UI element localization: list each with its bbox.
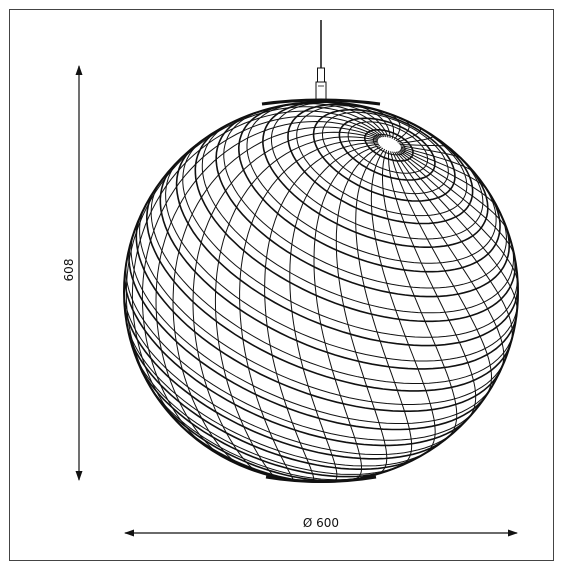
lattice-line	[338, 117, 436, 181]
lattice-line	[264, 142, 379, 483]
lattice-line	[125, 106, 385, 411]
lattice-line	[123, 103, 387, 357]
lattice-line	[182, 136, 518, 338]
lattice-line	[262, 101, 489, 248]
lattice-line	[127, 331, 420, 470]
lattice-line	[335, 146, 388, 476]
lattice-line	[312, 108, 456, 202]
lattice-line	[392, 151, 505, 370]
lattice-line	[175, 143, 519, 347]
lattice-line	[125, 262, 474, 441]
lattice-line	[355, 147, 413, 467]
lattice-line	[214, 136, 378, 478]
lattice-line	[394, 151, 513, 341]
lattice-line	[397, 151, 519, 286]
lattice-line	[141, 115, 382, 448]
suspension-cable	[315, 20, 327, 104]
sphere-lattice	[123, 101, 519, 483]
lattice-line	[387, 150, 477, 420]
lattice-line	[124, 270, 470, 447]
lattice-line	[382, 149, 458, 439]
lattice-line	[159, 165, 518, 370]
lattice-line	[400, 148, 499, 210]
lattice-line	[289, 143, 380, 483]
lattice-line	[347, 121, 429, 174]
lattice-line	[296, 105, 468, 217]
lattice-line	[397, 126, 422, 143]
lattice-line	[395, 151, 518, 313]
lattice-line	[192, 131, 379, 473]
lattice-line	[302, 101, 389, 138]
lattice-line	[364, 106, 394, 139]
lattice-line	[128, 244, 486, 431]
lattice-line	[136, 359, 392, 478]
lattice-line	[201, 121, 515, 314]
lattice-line	[370, 148, 436, 454]
lattice-line	[139, 207, 505, 405]
lattice-line	[398, 135, 435, 144]
lattice-line	[239, 139, 378, 480]
lattice-line	[172, 126, 379, 467]
height-dimension-label: 608	[62, 259, 76, 282]
lattice-line	[400, 145, 462, 160]
lattice-line	[145, 190, 511, 392]
lattice-line	[390, 151, 493, 395]
lattice-line	[313, 145, 381, 480]
lattice-line	[130, 232, 493, 424]
diameter-dimension-label: Ø 600	[303, 516, 339, 530]
lattice-line	[131, 110, 383, 433]
lattice-line	[155, 120, 380, 459]
lattice-line	[399, 144, 448, 147]
sphere-lamp	[123, 98, 519, 483]
lattice-line	[237, 103, 501, 273]
lattice-line	[398, 150, 516, 259]
lattice-line	[123, 288, 456, 455]
lattice-line	[340, 102, 391, 139]
lattice-line	[132, 348, 403, 475]
lattice-line	[125, 319, 431, 467]
lattice-line	[400, 146, 475, 174]
lattice-line	[395, 118, 410, 142]
lattice-line	[400, 147, 488, 191]
lattice-line	[123, 301, 446, 460]
lattice-line	[287, 103, 474, 225]
lattice-line	[385, 112, 401, 141]
lattice-line	[399, 149, 509, 234]
